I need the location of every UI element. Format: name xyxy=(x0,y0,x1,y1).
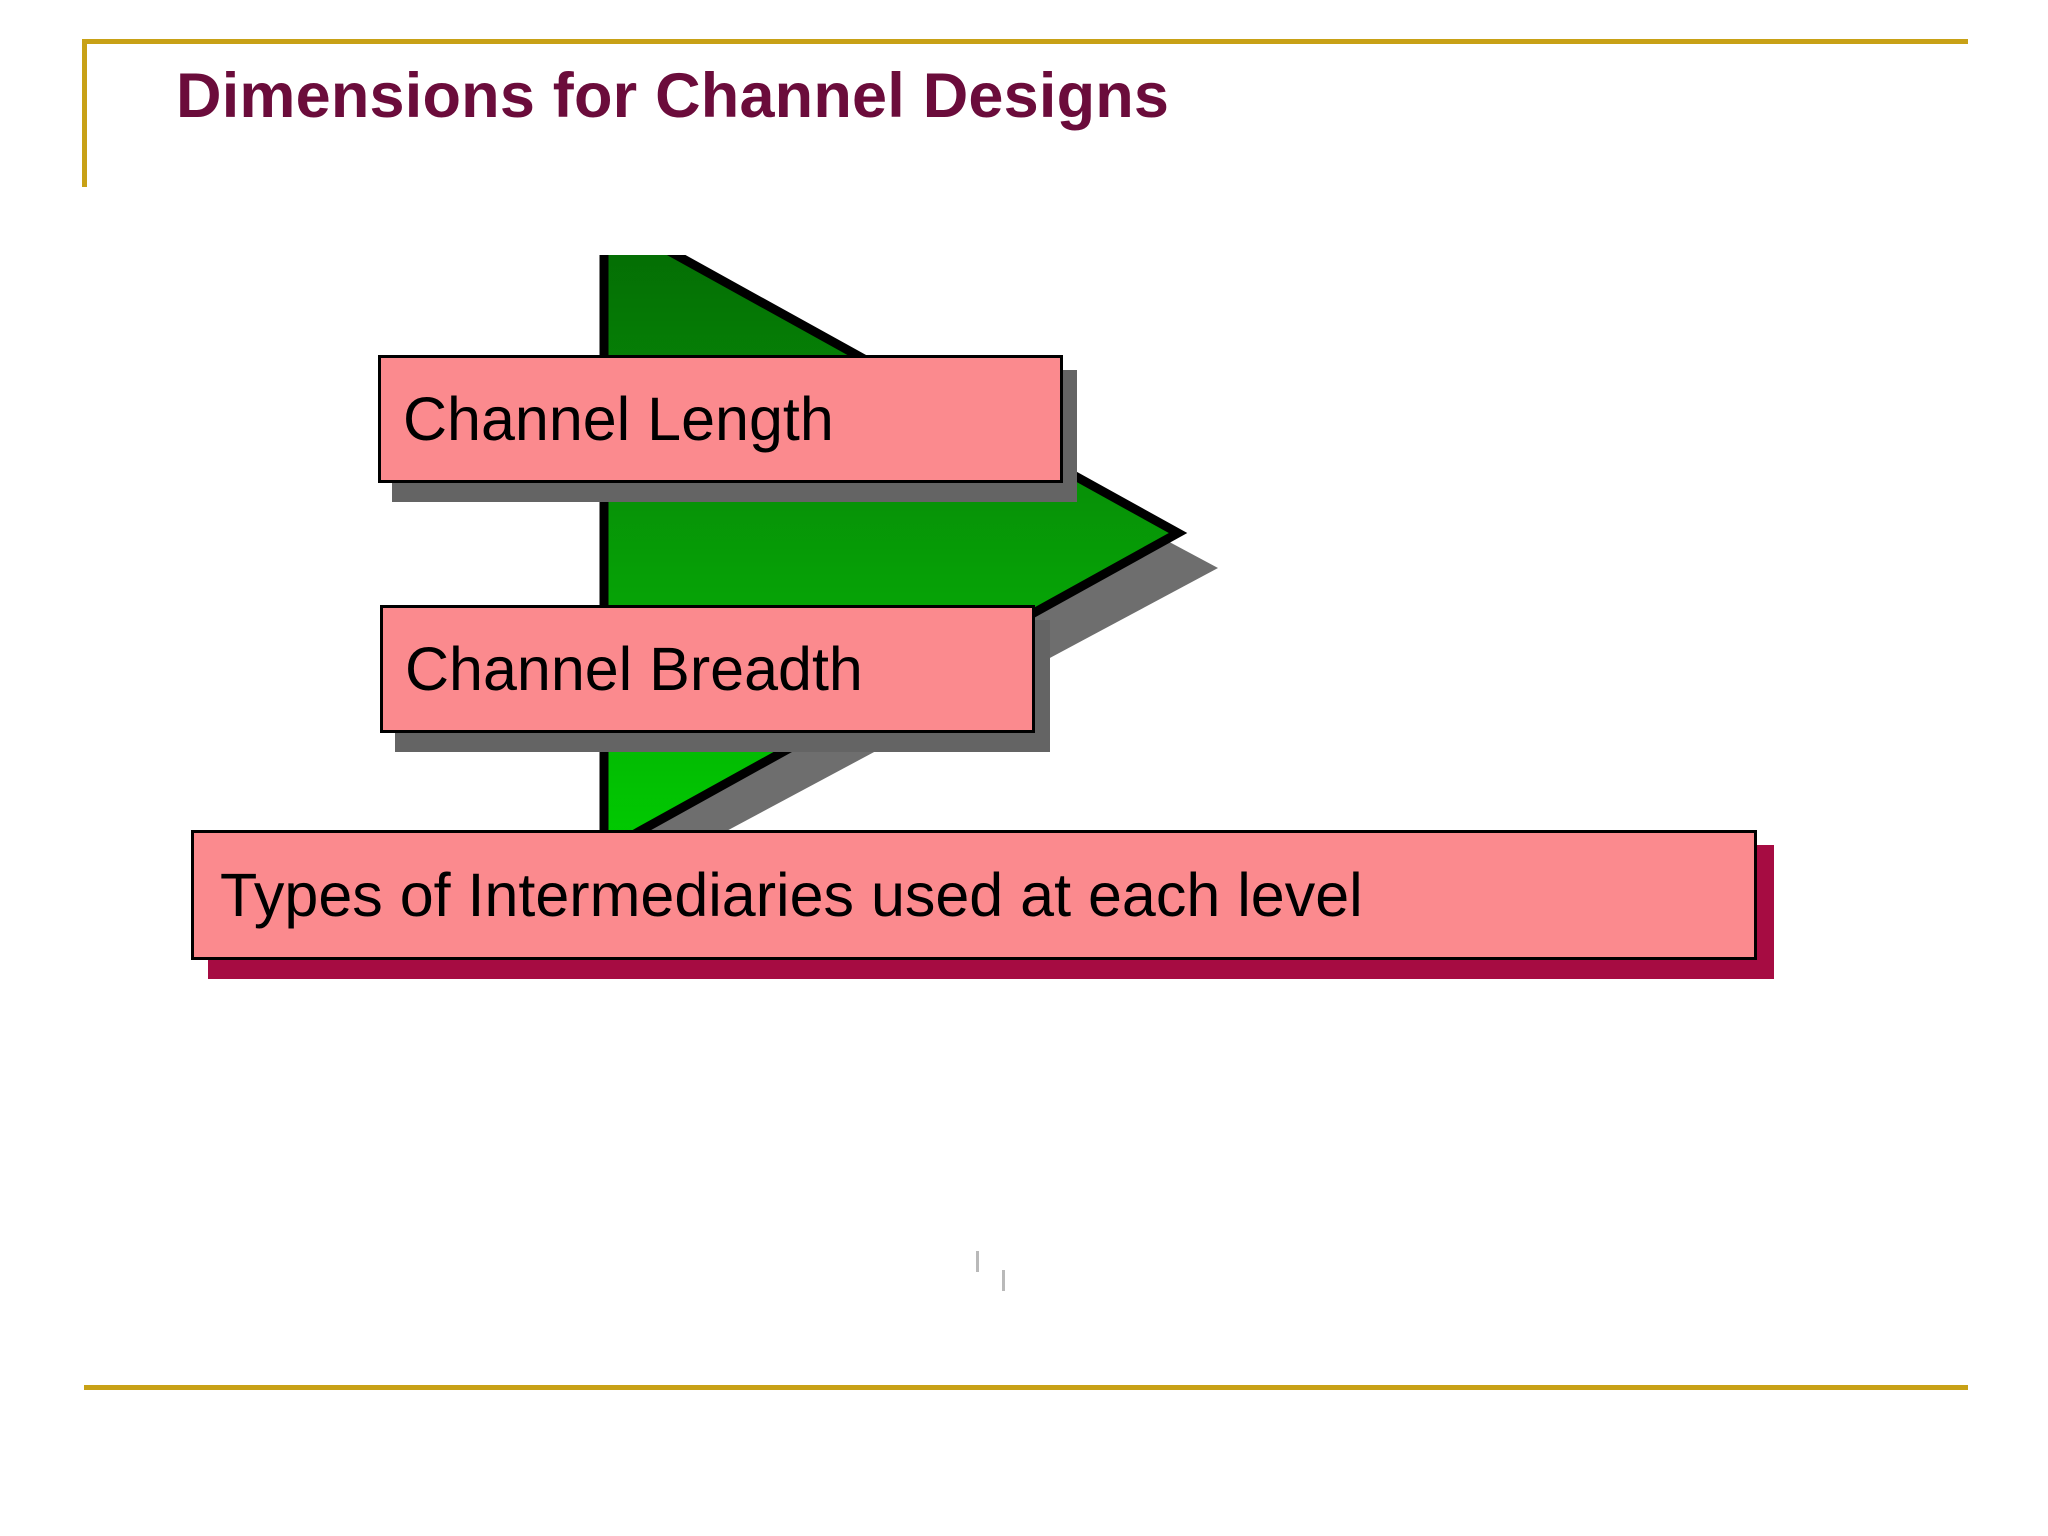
arrow-body xyxy=(599,255,1188,859)
footer-rule xyxy=(84,1385,1968,1390)
callout-types-of-intermediaries-label: Types of Intermediaries used at each lev… xyxy=(220,860,1363,929)
title-top-rule xyxy=(82,39,1968,44)
callout-channel-length-label: Channel Length xyxy=(403,384,834,453)
page-title: Dimensions for Channel Designs xyxy=(176,61,1170,131)
artifact-mark-b xyxy=(1002,1270,1005,1291)
callout-channel-length[interactable]: Channel Length xyxy=(378,355,1063,483)
title-left-rule xyxy=(82,39,87,187)
callout-types-of-intermediaries[interactable]: Types of Intermediaries used at each lev… xyxy=(191,830,1757,960)
callout-channel-breadth-label: Channel Breadth xyxy=(405,634,863,703)
callout-channel-breadth[interactable]: Channel Breadth xyxy=(380,605,1035,733)
artifact-mark-a xyxy=(976,1251,979,1272)
